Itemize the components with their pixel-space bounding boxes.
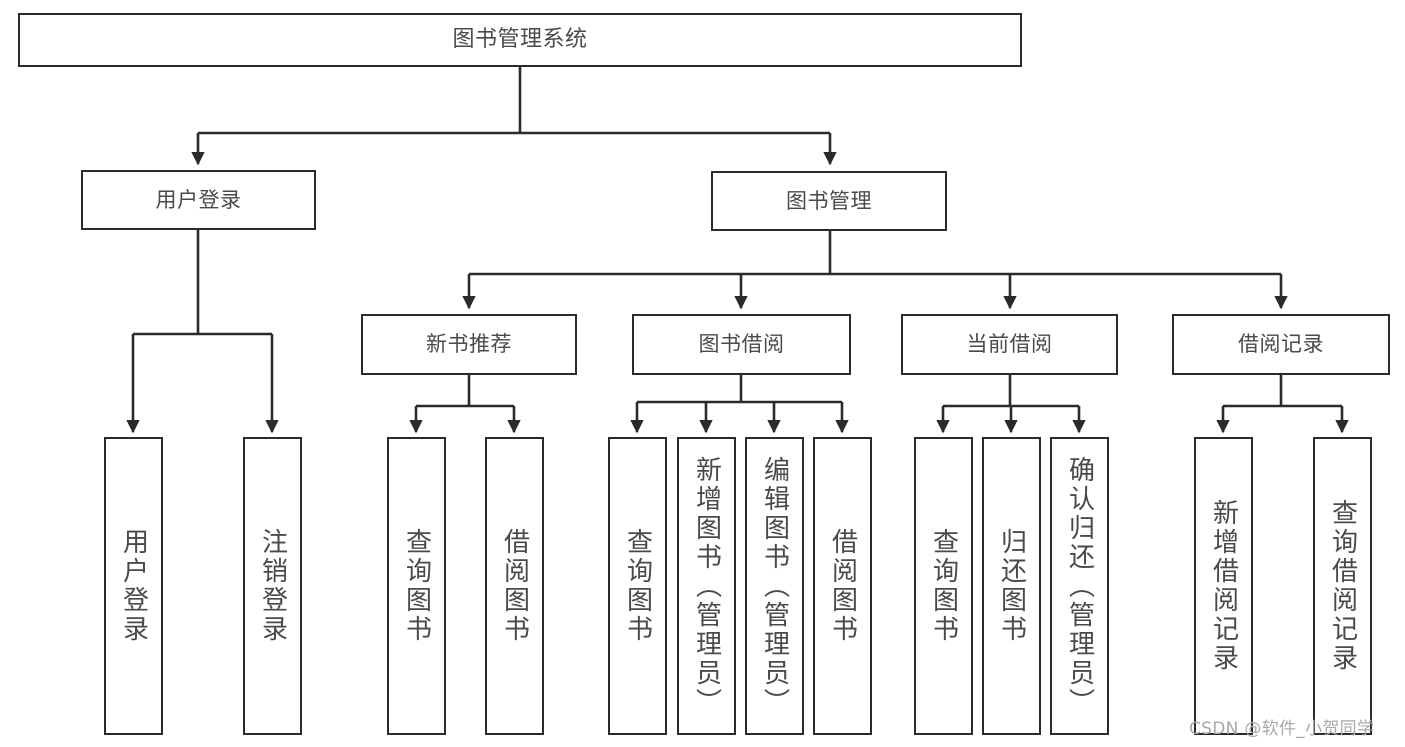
node-label: 注销登录	[257, 528, 288, 644]
node-label: 查询图书	[622, 528, 653, 644]
node-label: 借阅记录	[1238, 332, 1324, 357]
node-label: 图书管理	[786, 188, 872, 213]
node-label: 用户登录	[118, 528, 149, 644]
node-current-borrowing[interactable]: 当前借阅	[901, 314, 1118, 375]
node-label: 新增借阅记录	[1208, 499, 1239, 673]
node-label: 借阅图书	[827, 528, 858, 644]
leaf-borrow-record-add[interactable]: 新增借阅记录	[1194, 437, 1253, 735]
leaf-book-borrow-add-admin[interactable]: 新增图书（管理员）	[677, 437, 736, 735]
leaf-new-book-borrow[interactable]: 借阅图书	[485, 437, 544, 735]
node-root-book-management-system[interactable]: 图书管理系统	[18, 13, 1022, 67]
node-label: 借阅图书	[499, 528, 530, 644]
leaf-current-borrow-confirm-return-admin[interactable]: 确认归还（管理员）	[1050, 437, 1109, 735]
leaf-new-book-query[interactable]: 查询图书	[387, 437, 446, 735]
node-book-management[interactable]: 图书管理	[711, 171, 947, 231]
leaf-user-login-logout[interactable]: 注销登录	[243, 437, 302, 735]
node-label: 确认归还（管理员）	[1064, 455, 1095, 717]
node-label: 查询图书	[401, 528, 432, 644]
node-new-book-recommendation[interactable]: 新书推荐	[361, 314, 577, 375]
leaf-borrow-record-query[interactable]: 查询借阅记录	[1313, 437, 1372, 735]
leaf-current-borrow-query[interactable]: 查询图书	[914, 437, 973, 735]
node-label: 当前借阅	[966, 332, 1053, 357]
node-label: 图书管理系统	[452, 27, 588, 53]
node-label: 新增图书（管理员）	[691, 455, 722, 717]
node-label: 图书借阅	[698, 332, 785, 357]
leaf-book-borrow-borrow[interactable]: 借阅图书	[813, 437, 872, 735]
leaf-book-borrow-edit-admin[interactable]: 编辑图书（管理员）	[745, 437, 804, 735]
node-label: 查询借阅记录	[1327, 499, 1358, 673]
node-label: 查询图书	[928, 528, 959, 644]
node-label: 用户登录	[155, 187, 242, 212]
node-label: 新书推荐	[426, 332, 512, 357]
node-label: 编辑图书（管理员）	[759, 455, 790, 717]
watermark-text: CSDN @软件_小贺同学	[1189, 719, 1375, 739]
leaf-current-borrow-return[interactable]: 归还图书	[982, 437, 1041, 735]
leaf-book-borrow-query[interactable]: 查询图书	[608, 437, 667, 735]
leaf-user-login-login[interactable]: 用户登录	[104, 437, 163, 735]
node-label: 归还图书	[996, 528, 1027, 644]
node-borrow-records[interactable]: 借阅记录	[1172, 314, 1390, 375]
node-book-borrowing[interactable]: 图书借阅	[632, 314, 851, 375]
node-user-login[interactable]: 用户登录	[81, 170, 316, 230]
